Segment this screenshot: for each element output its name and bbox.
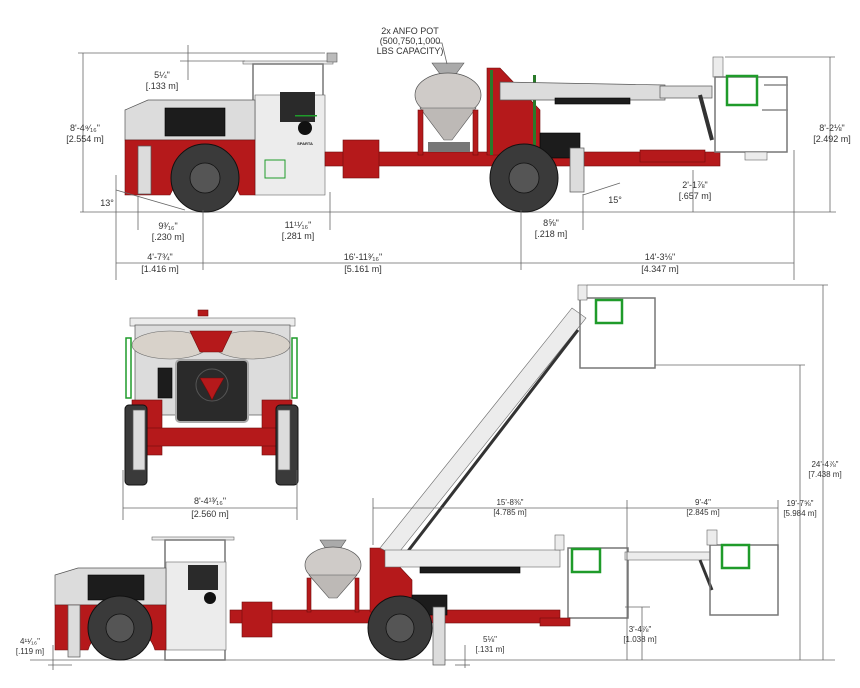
dim-rear-outrigger-lift-metric: [.119 m]	[16, 647, 44, 656]
side-view-vehicle: SPARTA	[80, 52, 836, 213]
callout-line: LBS CAPACITY)	[377, 46, 444, 56]
dim-wheelbase-metric: [5.161 m]	[344, 264, 382, 274]
dim-overall-height: 8'-4⁹⁄₁₆"	[70, 123, 100, 133]
reach-view-dimensions	[48, 284, 828, 670]
dim-rear-angle: 13°	[100, 198, 114, 208]
brand-mark: SPARTA	[297, 141, 313, 146]
front-outrigger	[569, 147, 585, 193]
front-view-labels: 8'-4¹³⁄₁₆" [2.560 m]	[191, 496, 229, 519]
rear-wheel	[170, 143, 240, 213]
dim-horizontal-height-metric: [5.984 m]	[783, 509, 816, 518]
dim-front-overhang: 14'-3⅛"	[645, 252, 675, 262]
dim-overall-height-metric: [2.554 m]	[66, 134, 104, 144]
front-view-dimensions	[122, 470, 298, 520]
dim-front-angle: 15°	[608, 195, 622, 205]
reach-view-vehicle	[30, 284, 835, 666]
dim-boom-clearance-metric: [.657 m]	[679, 191, 712, 201]
dim-canopy-offset-metric: [.133 m]	[146, 81, 179, 91]
side-view-labels: 5¼" [.133 m] 8'-4⁹⁄₁₆" [2.554 m] 13° 9³⁄…	[66, 70, 851, 274]
anfo-pot	[414, 62, 482, 156]
rear-outrigger	[137, 145, 152, 195]
dim-front-outrigger-lift: 5⅛"	[483, 635, 497, 644]
dim-extension: 9'-4"	[695, 498, 711, 507]
side-view-dimensions	[78, 45, 835, 280]
dim-horizontal-height: 19'-7⅝"	[786, 499, 813, 508]
front-wheel	[489, 143, 559, 213]
telescopic-boom-stowed	[499, 81, 714, 141]
dim-rear-overhang: 4'-7¾"	[147, 252, 172, 262]
work-basket	[712, 56, 788, 161]
cab-canopy: SPARTA	[242, 52, 338, 196]
dim-basket-height-metric: [2.492 m]	[813, 134, 851, 144]
dim-front-overhang-metric: [4.347 m]	[641, 264, 679, 274]
dim-rear-outrigger-clearance-metric: [.230 m]	[152, 232, 185, 242]
front-view-vehicle	[124, 309, 299, 486]
dim-horizontal-reach-metric: [4.785 m]	[493, 508, 526, 517]
dim-canopy-offset: 5¼"	[154, 70, 170, 80]
dim-rear-outrigger-clearance: 9³⁄₁₆"	[158, 221, 177, 231]
dim-overall-width: 8'-4¹³⁄₁₆"	[194, 496, 226, 506]
reach-view-labels: 15'-8⅜" [4.785 m] 9'-4" [2.845 m] 19'-7⅝…	[16, 460, 842, 656]
front-outrigger	[432, 606, 446, 666]
boom-mast	[486, 67, 581, 159]
anfo-callout: 2x ANFO POT (500,750,1,000 LBS CAPACITY)	[377, 26, 448, 65]
cab-canopy	[151, 536, 235, 661]
dim-front-outrigger-clearance: 8⅝"	[543, 218, 559, 228]
dim-basket-floor-height: 3'-4⅞"	[629, 625, 652, 634]
telescopic-boom-raised	[379, 284, 656, 557]
dim-boom-clearance: 2'-1⅞"	[682, 180, 707, 190]
dim-max-height: 24'-4⅞"	[811, 460, 838, 469]
dim-wheelbase: 16'-11³⁄₁₆"	[344, 252, 382, 262]
callout-line: (500,750,1,000	[380, 36, 441, 46]
dim-max-height-metric: [7.438 m]	[808, 470, 841, 479]
dim-basket-height: 8'-2⅛"	[819, 123, 844, 133]
anfo-pot	[304, 539, 362, 613]
dim-ground-clearance: 11¹¹⁄₁₆"	[285, 220, 312, 230]
dim-rear-overhang-metric: [1.416 m]	[141, 264, 179, 274]
dim-rear-outrigger-lift: 4¹¹⁄₁₆"	[20, 637, 40, 646]
callout-line: 2x ANFO POT	[381, 26, 439, 36]
dim-front-outrigger-clearance-metric: [.218 m]	[535, 229, 568, 239]
dim-front-outrigger-lift-metric: [.131 m]	[476, 645, 505, 654]
sparta-logo-icon	[298, 121, 312, 135]
dim-ground-clearance-metric: [.281 m]	[282, 231, 315, 241]
dim-horizontal-reach: 15'-8⅜"	[496, 498, 523, 507]
telescopic-boom-horizontal	[384, 529, 779, 619]
dim-basket-floor-height-metric: [1.038 m]	[623, 635, 656, 644]
dim-extension-metric: [2.845 m]	[686, 508, 719, 517]
rear-outrigger	[67, 604, 81, 658]
sparta-logo-icon	[195, 368, 229, 402]
dim-overall-width-metric: [2.560 m]	[191, 509, 229, 519]
rear-wheel	[87, 595, 153, 661]
front-wheel	[367, 595, 433, 661]
